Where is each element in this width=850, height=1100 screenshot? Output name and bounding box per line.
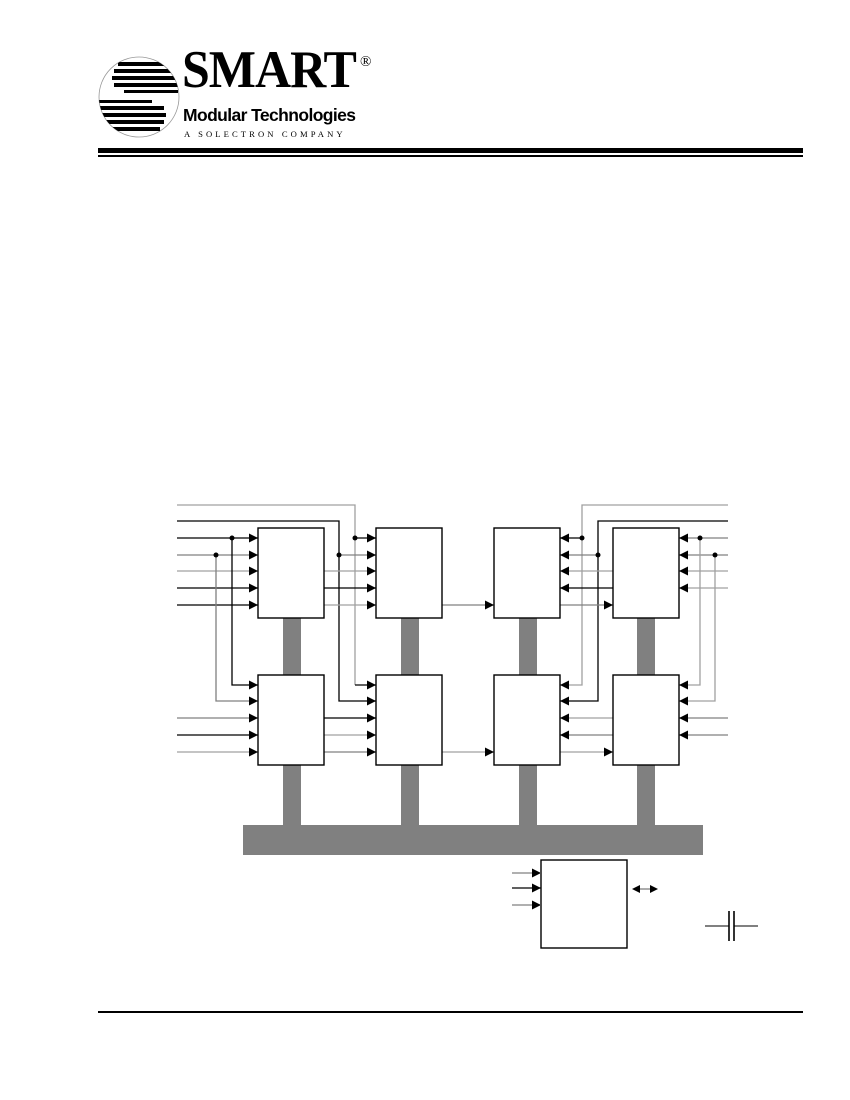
logo-subtitle: Modular Technologies <box>183 105 356 125</box>
block-3 <box>493 527 561 619</box>
bidirectional-arrow-icon <box>632 885 658 893</box>
junction-dots <box>213 535 718 558</box>
s-stripes-logo-icon <box>98 56 180 138</box>
shared-bus <box>243 618 703 855</box>
capacitor-symbol <box>705 911 758 941</box>
block-4 <box>612 527 680 619</box>
footer-rule <box>98 1011 803 1013</box>
block-5 <box>257 674 325 766</box>
logo-tagline: A SOLECTRON COMPANY <box>184 129 346 139</box>
company-logo: SMART ® Modular Technologies A SOLECTRON… <box>98 43 388 142</box>
header-rule-thick <box>98 148 803 153</box>
header-rule-thin <box>98 155 803 157</box>
control-block <box>540 859 628 949</box>
block-8 <box>612 674 680 766</box>
logo-wordmark: SMART <box>182 39 357 99</box>
registered-mark: ® <box>360 54 372 70</box>
block-6 <box>375 674 443 766</box>
block-2 <box>375 527 443 619</box>
block-1 <box>257 527 325 619</box>
block-7 <box>493 674 561 766</box>
